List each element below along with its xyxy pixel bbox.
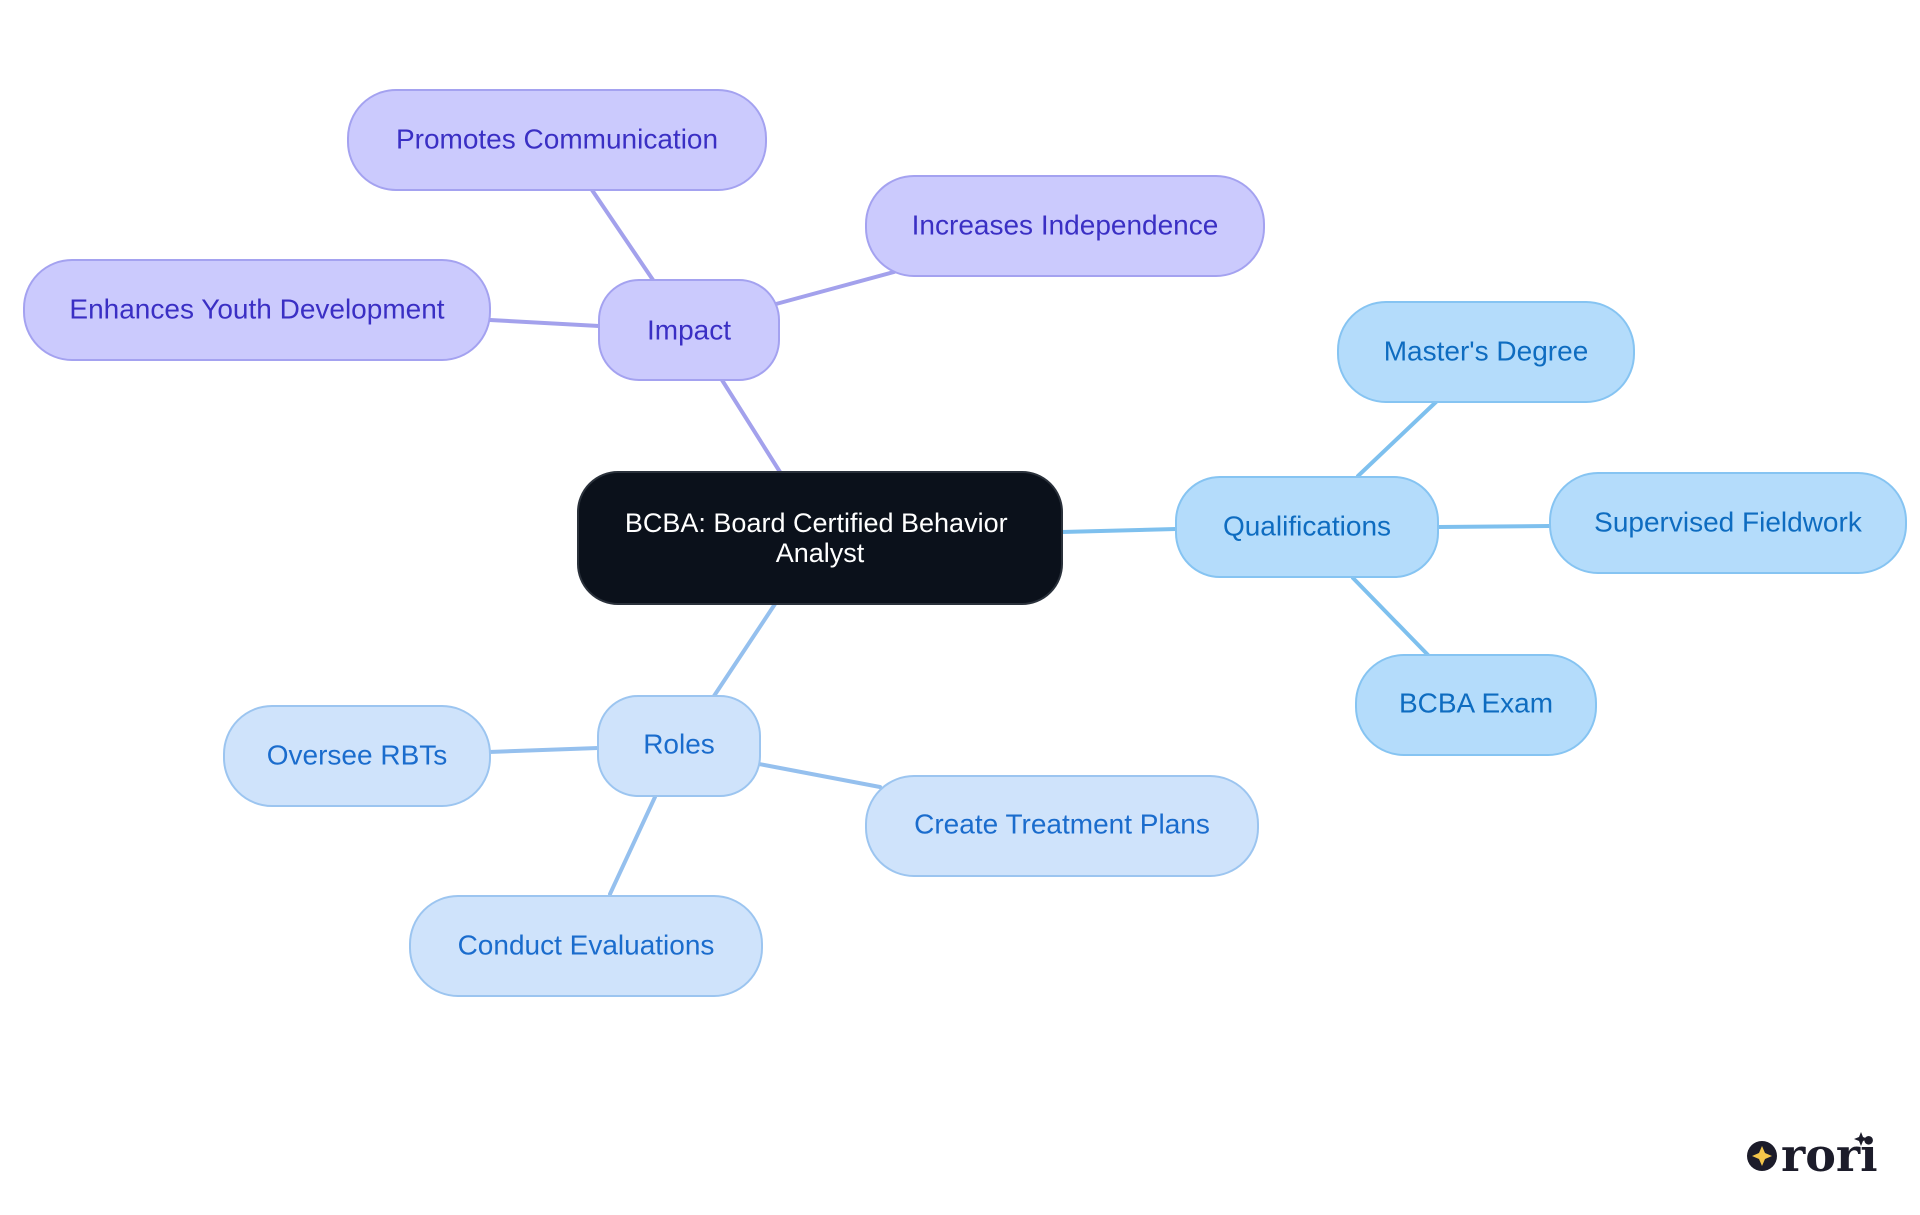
node-supervised-fieldwork[interactable]: Supervised Fieldwork bbox=[1549, 472, 1907, 574]
node-supervised-fieldwork-label: Supervised Fieldwork bbox=[1594, 507, 1863, 538]
node-create-treatment-plans[interactable]: Create Treatment Plans bbox=[865, 775, 1259, 877]
branch-impact-label: Impact bbox=[647, 315, 731, 346]
edge-impact-increases-independence bbox=[774, 270, 896, 306]
root-node-label: BCBA: Board Certified Behavior Analyst bbox=[625, 508, 1015, 568]
edge-impact-enhances-youth-development bbox=[488, 318, 601, 328]
edge-qualifications-masters-degree bbox=[1356, 399, 1439, 478]
node-masters-degree[interactable]: Master's Degree bbox=[1337, 301, 1635, 403]
brand-logo: rori bbox=[1747, 1128, 1878, 1182]
edge-roles-create-treatment-plans bbox=[757, 762, 882, 789]
node-promotes-communication-label: Promotes Communication bbox=[396, 124, 718, 155]
edge-root-qualifications bbox=[1060, 527, 1178, 534]
node-create-treatment-plans-box bbox=[865, 775, 1259, 877]
edge-impact-promotes-communication bbox=[590, 188, 655, 282]
logo-star-accent bbox=[1854, 1132, 1868, 1146]
branch-qualifications-node[interactable]: Qualifications bbox=[1175, 476, 1439, 578]
edge-root-roles bbox=[712, 602, 777, 698]
branch-impact-node[interactable]: Impact bbox=[598, 279, 780, 381]
node-masters-degree-box bbox=[1337, 301, 1635, 403]
node-enhances-youth-development-box bbox=[23, 259, 491, 361]
node-bcba-exam-label: BCBA Exam bbox=[1399, 688, 1553, 719]
node-increases-independence[interactable]: Increases Independence bbox=[865, 175, 1265, 277]
branch-qualifications-box bbox=[1175, 476, 1439, 578]
edges bbox=[487, 188, 1552, 896]
root-node-box bbox=[577, 471, 1063, 605]
node-increases-independence-box bbox=[865, 175, 1265, 277]
node-oversee-rbts-label: Oversee RBTs bbox=[267, 740, 448, 771]
branch-roles-box bbox=[597, 695, 761, 797]
node-promotes-communication[interactable]: Promotes Communication bbox=[347, 89, 767, 191]
branch-roles-node[interactable]: Roles bbox=[597, 695, 761, 797]
node-create-treatment-plans-label: Create Treatment Plans bbox=[914, 809, 1210, 840]
branch-impact-box bbox=[598, 279, 780, 381]
node-conduct-evaluations[interactable]: Conduct Evaluations bbox=[409, 895, 763, 997]
root-node[interactable]: BCBA: Board Certified Behavior Analyst bbox=[577, 471, 1063, 605]
edge-qualifications-supervised-fieldwork bbox=[1436, 524, 1552, 529]
node-supervised-fieldwork-box bbox=[1549, 472, 1907, 574]
node-increases-independence-label: Increases Independence bbox=[912, 210, 1219, 241]
logo-wordmark: rori bbox=[1781, 1128, 1878, 1182]
edge-root-impact bbox=[720, 378, 782, 474]
node-conduct-evaluations-box bbox=[409, 895, 763, 997]
sparkle-icon bbox=[1752, 1146, 1772, 1166]
edge-qualifications-bcba-exam bbox=[1351, 576, 1430, 657]
node-conduct-evaluations-label: Conduct Evaluations bbox=[458, 930, 715, 961]
node-oversee-rbts-box bbox=[223, 705, 491, 807]
node-bcba-exam-box bbox=[1355, 654, 1597, 756]
node-enhances-youth-development[interactable]: Enhances Youth Development bbox=[23, 259, 491, 361]
branch-qualifications-label: Qualifications bbox=[1223, 511, 1391, 542]
edge-roles-oversee-rbts bbox=[487, 746, 600, 754]
edge-roles-conduct-evaluations bbox=[608, 795, 657, 896]
node-bcba-exam[interactable]: BCBA Exam bbox=[1355, 654, 1597, 756]
root-node-line-2: Analyst bbox=[776, 538, 865, 568]
node-oversee-rbts[interactable]: Oversee RBTs bbox=[223, 705, 491, 807]
root-node-line-1: BCBA: Board Certified Behavior bbox=[625, 508, 1008, 538]
node-masters-degree-label: Master's Degree bbox=[1384, 336, 1589, 367]
node-promotes-communication-box bbox=[347, 89, 767, 191]
node-enhances-youth-development-label: Enhances Youth Development bbox=[69, 294, 444, 325]
branch-roles-label: Roles bbox=[643, 729, 715, 760]
